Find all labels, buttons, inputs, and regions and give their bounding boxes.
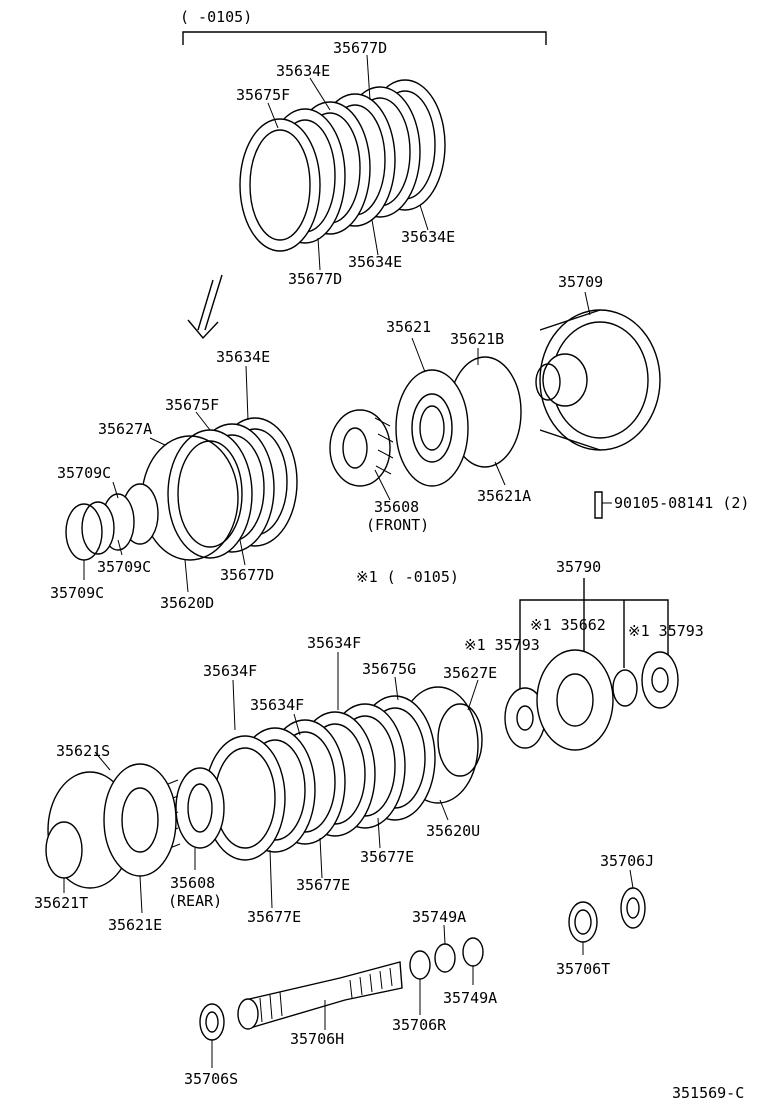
label-35675F-top: 35675F	[236, 86, 290, 104]
bearing-35706J	[620, 887, 646, 929]
label-35621E: 35621E	[108, 916, 162, 934]
label-35608-front-note: (FRONT)	[366, 516, 429, 534]
drum-35709	[535, 309, 661, 451]
label-35677E-c: 35677E	[247, 908, 301, 926]
label-35709C-c: 35709C	[50, 584, 104, 602]
piston-35621	[395, 356, 522, 487]
top-clutch-pack	[239, 79, 446, 252]
assembly-arrow	[187, 274, 223, 340]
middle-clutch-pack	[65, 417, 298, 561]
label-35706T: 35706T	[556, 960, 610, 978]
label-35793-right: ※1 35793	[628, 622, 704, 640]
bearing-35706T	[568, 901, 598, 943]
bracket-35790	[519, 578, 669, 690]
label-35627E: 35627E	[443, 664, 497, 682]
label-35793-left: ※1 35793	[464, 636, 540, 654]
label-35675G: 35675G	[362, 660, 416, 678]
label-35677D-bot: 35677D	[288, 270, 342, 288]
leader-35709	[584, 291, 591, 316]
label-35620D: 35620D	[160, 594, 214, 612]
label-35709C-a: 35709C	[57, 464, 111, 482]
label-35621S: 35621S	[56, 742, 110, 760]
label-35621: 35621	[386, 318, 431, 336]
bolt-90105	[594, 491, 612, 519]
label-35706R: 35706R	[392, 1016, 447, 1034]
label-35677E-b: 35677E	[296, 876, 350, 894]
label-35634F-a: 35634F	[307, 634, 361, 652]
label-35749A-b: 35749A	[443, 989, 497, 1007]
header-range-label: ( -0105)	[180, 8, 252, 26]
top-pack-leaders	[267, 54, 429, 271]
label-35677D-mid: 35677D	[220, 566, 274, 584]
return-spring-front	[329, 409, 394, 487]
label-35608-front: 35608	[374, 498, 419, 516]
label-35662: ※1 35662	[530, 616, 606, 634]
label-35620U: 35620U	[426, 822, 480, 840]
label-35608-rear: 35608	[170, 874, 215, 892]
label-35790: 35790	[556, 558, 601, 576]
label-35706H: 35706H	[290, 1030, 344, 1048]
label-35675F-mid: 35675F	[165, 396, 219, 414]
lower-pack-leaders	[63, 652, 479, 914]
shaft-leaders	[211, 924, 474, 1068]
label-35749A-a: 35749A	[412, 908, 466, 926]
label-35677E-a: 35677E	[360, 848, 414, 866]
return-spring-rear	[167, 767, 225, 849]
label-35706J: 35706J	[600, 852, 654, 870]
middle-pack-leaders	[83, 365, 249, 593]
label-35621B: 35621B	[450, 330, 504, 348]
label-35634E-r2: 35634E	[348, 253, 402, 271]
label-90105-08141: 90105-08141 (2)	[614, 494, 749, 512]
piston-rear	[45, 763, 177, 889]
label-35621T: 35621T	[34, 894, 88, 912]
mid-right-leaders	[374, 337, 506, 501]
diagram-code: 351569-C	[672, 1084, 744, 1102]
leader-35706J	[629, 869, 634, 889]
planetary-gear-set	[504, 649, 679, 751]
washer-35706S	[199, 1003, 225, 1041]
label-35634E-top: 35634E	[276, 62, 330, 80]
label-35706S: 35706S	[184, 1070, 238, 1088]
input-shaft-35706H	[237, 937, 484, 1030]
lower-clutch-pack	[204, 686, 483, 861]
label-35608-rear-note: (REAR)	[168, 892, 222, 910]
label-35634E-mid: 35634E	[216, 348, 270, 366]
top-range-bracket	[182, 31, 547, 45]
label-35634E-r1: 35634E	[401, 228, 455, 246]
label-35709C-b: 35709C	[97, 558, 151, 576]
note-range: ※1 ( -0105)	[356, 568, 459, 586]
label-35621A: 35621A	[477, 487, 531, 505]
label-35627A: 35627A	[98, 420, 152, 438]
label-35634F-b: 35634F	[203, 662, 257, 680]
label-35634F-c: 35634F	[250, 696, 304, 714]
label-35709: 35709	[558, 273, 603, 291]
label-35677D-top: 35677D	[333, 39, 387, 57]
